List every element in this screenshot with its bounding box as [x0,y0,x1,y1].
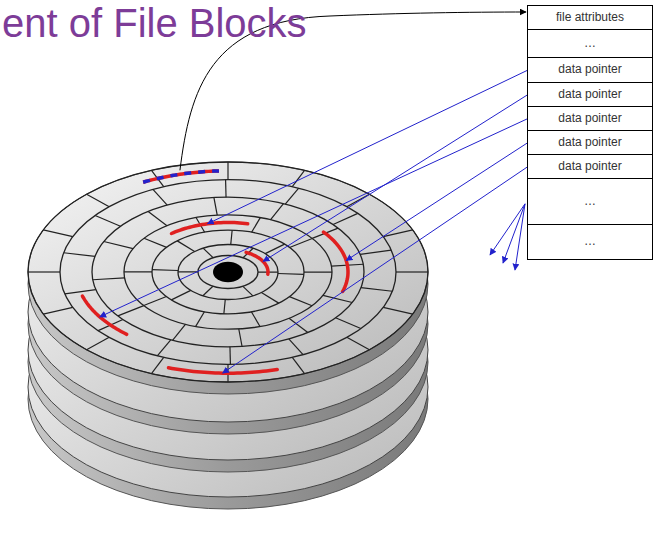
sector-line [227,162,228,180]
table-row: data pointer [527,82,653,107]
sector-line [336,318,361,329]
table-row: … [527,178,653,225]
sector-line [144,297,167,306]
row-text: data pointer [558,136,621,149]
sector-line [28,271,60,272]
sector-line [224,299,225,313]
sector-line [289,297,312,306]
sector-line [124,271,152,272]
sector-line [289,339,303,355]
inode-block [143,171,219,182]
file-block [171,223,247,234]
pointer-arrow [223,167,528,374]
sector-line [173,324,186,340]
sector-line [270,204,283,220]
sector-line [292,357,304,373]
track-ring [124,215,332,329]
sector-line [265,244,284,254]
sector-line [289,318,308,332]
row-text: … [584,195,596,208]
row-text: … [584,235,596,248]
sector-line [239,329,242,347]
table-row: data pointer [527,154,653,179]
sector-line [43,307,73,314]
sector-line [252,218,261,233]
row-text: file attributes [556,11,624,24]
sector-line [396,271,428,272]
sector-line [144,238,167,247]
track-ring [152,230,304,314]
sector-line [243,286,253,296]
sector-line [203,286,213,296]
sector-line [93,278,125,280]
more-pointers-arrow [490,204,525,255]
sector-line [361,288,392,292]
sector-line [285,188,298,204]
sector-line [304,271,332,272]
table-row: file attributes [527,5,653,30]
sector-line [177,241,194,252]
file-block [169,368,278,373]
sector-line [87,337,110,349]
track-ring [178,245,278,300]
track-ring [60,180,396,365]
row-text: data pointer [558,63,621,76]
more-pointers-arrow [515,204,525,270]
pointer-arrow [263,95,528,262]
sector-line [171,290,190,300]
sector-line [87,194,110,206]
sector-line [95,215,120,226]
inode-block-stripe [143,171,219,182]
sector-line [231,230,232,244]
sector-line [148,211,167,225]
track-ring [92,197,364,347]
file-block [246,252,268,274]
pointer-arrow [208,70,528,224]
sector-line [153,189,167,205]
row-text: data pointer [558,112,621,125]
sector-line [261,292,278,303]
file-block [324,232,348,291]
row-text: … [584,37,596,50]
table-row: data pointer [527,106,653,131]
sector-line [157,340,170,356]
sector-line [229,347,231,365]
sector-line [64,253,95,257]
row-text: data pointer [558,160,621,173]
sector-line [383,307,413,314]
table-row: … [527,224,653,260]
pointer-arrow [346,143,528,261]
pointer-arrow [100,119,528,317]
track-ring [198,256,258,289]
sector-line [196,312,205,327]
row-text: data pointer [558,88,621,101]
sector-line [65,290,96,294]
sector-line [203,248,213,258]
table-row: data pointer [527,130,653,155]
sector-line [251,312,260,327]
sector-line [278,273,304,275]
sector-line [347,337,370,349]
table-row: … [527,29,653,58]
more-pointers-arrow [503,204,525,263]
sector-line [151,357,163,373]
sector-line [214,198,217,216]
sector-line [323,295,352,302]
sector-line [43,230,73,237]
slide-title: ent of File Blocks [2,2,307,44]
spindle-hole [213,262,243,283]
sector-line [104,242,133,249]
table-row: data pointer [527,57,653,83]
sector-line [360,250,391,254]
sector-line [225,180,227,198]
sector-line [152,269,178,271]
